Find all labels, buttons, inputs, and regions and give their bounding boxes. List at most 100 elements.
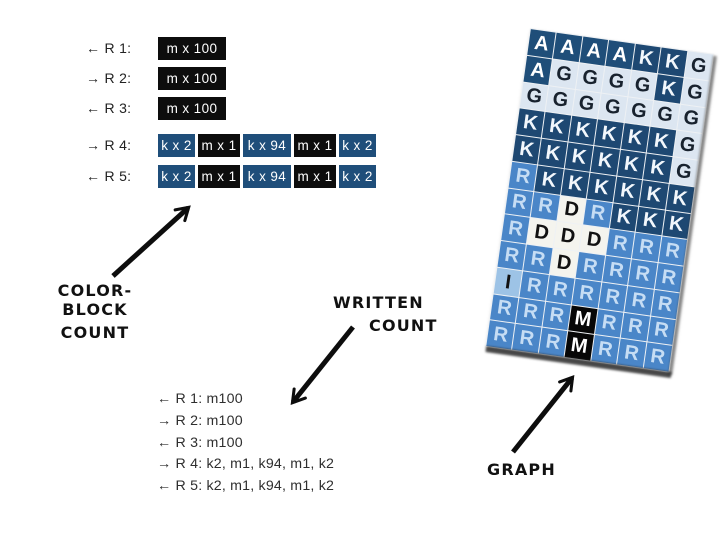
grid-cell-R: R (542, 301, 572, 331)
grid-cell-K: K (564, 142, 594, 172)
grid-cell-K: K (658, 47, 687, 77)
grid-cell-R: R (575, 252, 605, 282)
count-block-k: k x 2 (158, 164, 195, 188)
count-block-k: k x 94 (243, 133, 291, 157)
count-block-m: m x 1 (198, 133, 240, 157)
grid-cell-D: D (579, 225, 609, 255)
row-label: ← R 5: (86, 168, 132, 184)
grid-cell-K: K (639, 179, 669, 210)
grid-cell-G: G (572, 89, 601, 119)
color-block-row-1: ← R 1: m x 100 (86, 36, 226, 60)
grid-cell-K: K (590, 146, 620, 176)
grid-cell-A: A (553, 32, 583, 62)
grid-cell-M: M (568, 305, 598, 335)
color-block-arrow (111, 205, 191, 278)
grid-cell-G: G (624, 96, 654, 126)
grid-cell-G: G (598, 93, 628, 123)
grid-cell-K: K (665, 183, 695, 213)
grid-cell-G: G (676, 104, 706, 134)
count-block-k: k x 2 (158, 133, 195, 157)
row-label: ← R 3: (86, 100, 132, 116)
count-block-m: m x 100 (158, 36, 226, 60)
grid-cell-K: K (512, 135, 542, 165)
grid-cell-R: R (583, 199, 613, 229)
written-line-2: → R 2: m100 (157, 412, 243, 429)
grid-cell-K: K (609, 202, 639, 232)
grid-cell-D: D (553, 221, 583, 251)
grid-cell-R: R (504, 188, 534, 218)
grid-cell-M: M (564, 331, 594, 361)
grid-cell-D: D (557, 195, 587, 225)
color-block-count-label-line1: COLOR-BLOCK (57, 281, 133, 319)
grid-cell-K: K (542, 112, 572, 142)
grid-cell-R: R (501, 214, 530, 244)
written-count-label: WRITTEN COUNT (333, 293, 438, 335)
row-label: → R 4: (86, 137, 132, 153)
graph-arrow (511, 375, 575, 454)
count-block-m: m x 1 (294, 164, 336, 188)
grid-cell-R: R (643, 342, 673, 372)
grid-cell-G: G (684, 51, 714, 81)
grid-cell-K: K (534, 165, 564, 195)
count-block-m: m x 1 (198, 164, 240, 188)
count-block-m: m x 1 (294, 133, 336, 157)
grid-cell-K: K (654, 74, 684, 104)
grid-cell-K: K (617, 149, 646, 179)
grid-cell-G: G (575, 62, 605, 93)
grid-cell-K: K (594, 119, 624, 149)
grid-cell-A: A (523, 55, 553, 85)
grid-cell-K: K (560, 168, 590, 198)
count-block-m: m x 100 (158, 66, 226, 90)
color-block-count-label: COLOR-BLOCK COUNT (28, 281, 162, 342)
grid-cell-K: K (635, 206, 665, 236)
count-block-m: m x 100 (158, 96, 226, 120)
grid-cell-K: K (631, 43, 661, 73)
graph-label: GRAPH (487, 460, 556, 479)
grid-cell-A: A (579, 36, 609, 66)
written-count-label-line2: COUNT (369, 316, 438, 335)
written-line-3: ← R 3: m100 (157, 434, 243, 451)
grid-cell-I: I (493, 267, 523, 297)
grid-cell-R: R (624, 285, 654, 315)
grid-cell-R: R (497, 241, 527, 271)
grid-cell-R: R (486, 320, 516, 350)
grid-cell-K: K (643, 153, 672, 183)
grid-cell-G: G (628, 70, 657, 100)
row-blocks: m x 100 (158, 36, 226, 60)
grid-cell-R: R (512, 324, 542, 354)
grid-cell-R: R (531, 191, 560, 221)
grid-cell-R: R (647, 316, 676, 346)
grid-cell-R: R (594, 308, 624, 338)
written-count-label-line1: WRITTEN (333, 293, 424, 312)
grid-cell-R: R (519, 271, 549, 301)
grid-cell-G: G (545, 85, 575, 115)
row-label: ← R 1: (86, 40, 132, 56)
count-block-k: k x 94 (243, 164, 291, 188)
grid-cell-G: G (650, 100, 680, 130)
grid-cell-K: K (516, 108, 545, 138)
count-block-k: k x 2 (339, 133, 376, 157)
grid-cell-R: R (516, 297, 545, 327)
color-block-count-label-line2: COUNT (60, 323, 130, 342)
grid-cell-D: D (527, 218, 557, 248)
grid-cell-R: R (605, 229, 635, 259)
grid-cell-K: K (661, 210, 691, 240)
written-line-5: ← R 5: k2, m1, k94, m1, k2 (157, 478, 335, 495)
grid-cell-G: G (680, 77, 710, 107)
grid-cell-R: R (572, 278, 602, 308)
row-label: → R 2: (86, 70, 132, 86)
row-blocks: m x 100 (158, 96, 226, 120)
written-line-1: ← R 1: m100 (157, 391, 243, 407)
grid-cell-A: A (605, 40, 635, 70)
grid-cell-G: G (519, 82, 549, 112)
grid-cell-R: R (602, 255, 631, 285)
grid-cell-G: G (602, 66, 631, 96)
grid-cell-R: R (598, 282, 628, 312)
